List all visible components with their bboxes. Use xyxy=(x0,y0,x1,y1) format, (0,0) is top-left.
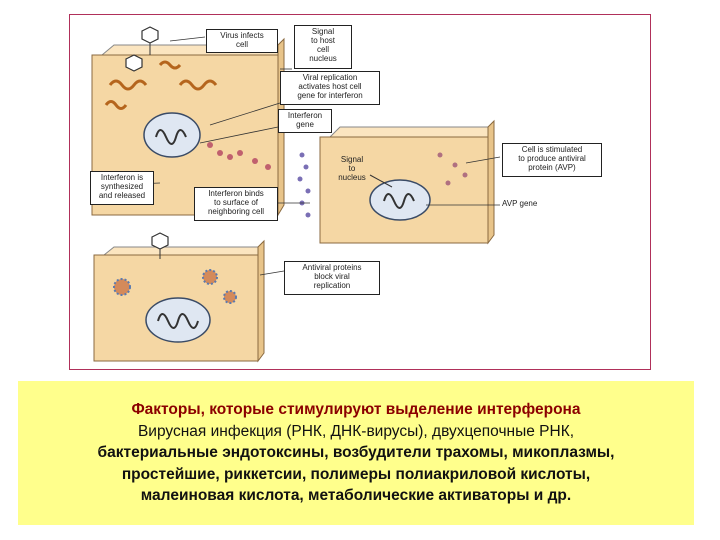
nucleus xyxy=(145,297,211,343)
viral-rna xyxy=(108,79,148,91)
viral-rna xyxy=(158,60,182,70)
nucleus xyxy=(369,179,431,221)
caption-line: малеиновая кислота, метаболические актив… xyxy=(140,487,572,504)
caption-title: Факторы, которые стимулируют выделение и… xyxy=(131,401,581,418)
label-antiviral-proteins: Antiviral proteins block viral replicati… xyxy=(284,261,380,295)
label-interferon-gene: Interferon gene xyxy=(278,109,332,133)
label-signal-to-nucleus: Signal to nucleus xyxy=(338,155,366,182)
label-interferon-binds: Interferon binds to surface of neighbori… xyxy=(194,187,278,221)
label-virus-infects: Virus infects cell xyxy=(206,29,278,53)
label-signal-to-host: Signal to host cell nucleus xyxy=(294,25,352,69)
signal-arrow xyxy=(369,174,393,188)
interferon-diagram xyxy=(91,26,501,363)
caption-line: бактериальные эндотоксины, возбудители т… xyxy=(97,444,615,461)
interferon-dots xyxy=(207,142,271,170)
nucleus xyxy=(143,112,201,158)
label-cell-stimulated: Cell is stimulated to produce antiviral … xyxy=(502,143,602,177)
caption-box: Факторы, которые стимулируют выделение и… xyxy=(18,381,694,525)
caption-line: простейшие, риккетсии, полимеры полиакри… xyxy=(121,465,591,483)
virus-icon xyxy=(125,54,143,72)
interferon-dots xyxy=(297,152,468,218)
viral-rna xyxy=(178,79,218,91)
viral-rna xyxy=(104,100,128,110)
virus-icon xyxy=(141,26,159,55)
caption-line: Вирусная инфекция (РНК, ДНК-вирусы), дву… xyxy=(137,422,575,440)
virus-icon xyxy=(151,232,169,259)
label-avp-gene: AVP gene xyxy=(502,199,538,208)
label-interferon-synthesized: Interferon is synthesized and released xyxy=(90,171,154,205)
label-viral-replication: Viral replication activates host cell ge… xyxy=(280,71,380,105)
diagram-frame: Virus infects cell Signal to host cell n… xyxy=(69,14,651,370)
antiviral-protein-clusters xyxy=(113,269,237,304)
